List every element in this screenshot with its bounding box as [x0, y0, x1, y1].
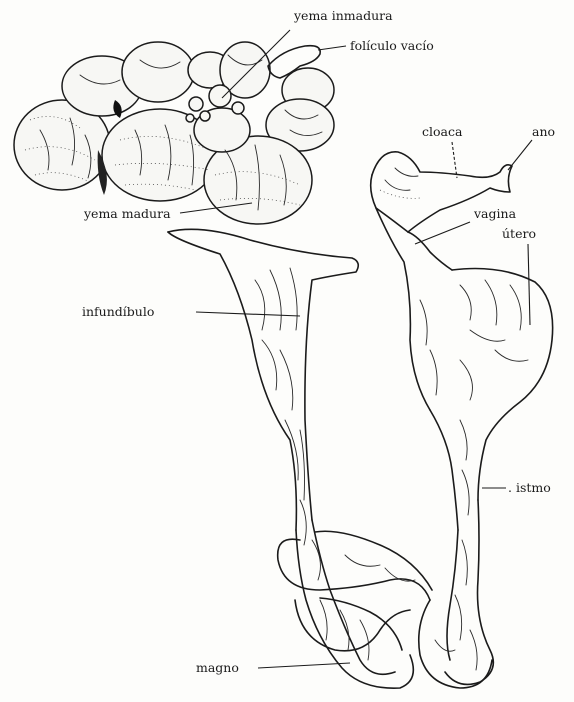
immature-yolk-5: [232, 102, 244, 114]
leader-vagina: [415, 222, 470, 244]
oviduct-left-tube: [168, 229, 432, 688]
label-utero: útero: [502, 226, 536, 241]
uterus-inner: [430, 410, 458, 530]
label-vagina: vagina: [473, 206, 517, 221]
isthmus-coil: [419, 600, 492, 688]
ovary-cluster: [14, 42, 334, 224]
leader-utero: [528, 244, 530, 325]
label-ano: ano: [532, 124, 555, 139]
vagina-tube-left: [376, 208, 430, 410]
label-yema-madura: yema madura: [83, 206, 171, 221]
label-foliculo-vacio: folículo vacío: [350, 38, 434, 53]
label-yema-inmadura: yema inmadura: [293, 8, 393, 23]
leader-magno: [258, 663, 350, 668]
uterus-shape: [452, 269, 553, 501]
label-istmo: . istmo: [508, 480, 551, 495]
immature-yolk-2: [189, 97, 203, 111]
infundibulum-funnel: [168, 229, 358, 520]
leader-cloaca: [452, 142, 457, 178]
leader-ano: [508, 140, 532, 170]
immature-yolk-4: [186, 114, 194, 122]
immature-yolk-3: [200, 111, 210, 121]
leader-foliculo-vacio: [318, 46, 346, 50]
magnum-tube-outer: [312, 520, 395, 674]
label-magno: magno: [196, 660, 239, 675]
leader-infundibulo: [196, 312, 300, 316]
magnum-coil-4: [320, 598, 402, 650]
immature-yolk-1: [209, 85, 231, 107]
label-cloaca: cloaca: [422, 124, 463, 139]
follicle-top-center: [122, 42, 194, 102]
label-infundibulo: infundíbulo: [82, 304, 154, 319]
cloaca-lower: [371, 175, 408, 232]
isthmus-tube-inner: [447, 530, 458, 660]
